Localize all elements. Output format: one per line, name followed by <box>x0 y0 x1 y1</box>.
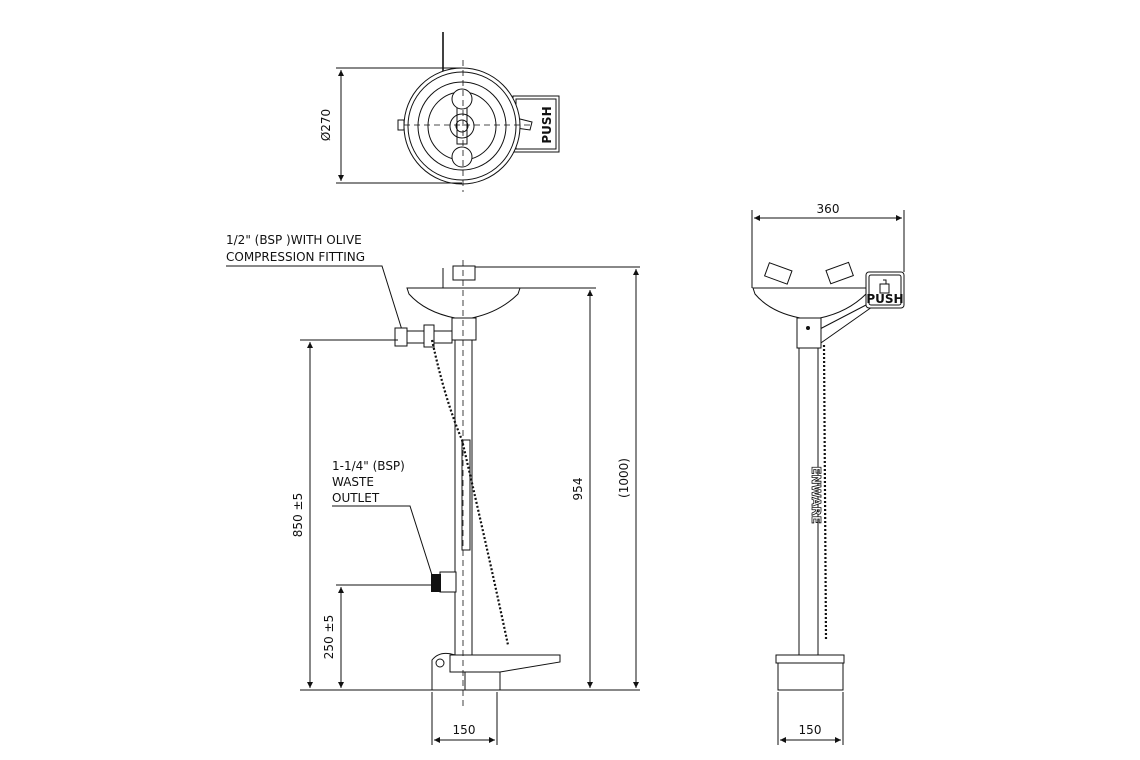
dim-base-width-side: 150 <box>453 723 476 737</box>
inlet-fitting <box>394 327 408 347</box>
inlet-note-line2: COMPRESSION FITTING <box>226 250 365 264</box>
inlet-note-line1: 1/2" (BSP )WITH OLIVE <box>226 233 362 247</box>
push-label-top: PUSH <box>540 106 554 143</box>
side-view: 1/2" (BSP )WITH OLIVE COMPRESSION FITTIN… <box>226 233 640 745</box>
spray-head-right <box>825 261 854 285</box>
waste-note-line3: OUTLET <box>332 491 380 505</box>
base-foot-front <box>777 662 844 691</box>
push-label-front: PUSH <box>866 292 903 306</box>
waste-note-line2: WASTE <box>332 475 374 489</box>
spray-head-left <box>763 262 793 285</box>
pull-chain <box>430 339 510 646</box>
spray-head-side <box>452 265 476 281</box>
dim-base-width-front: 150 <box>799 723 822 737</box>
pull-chain-front <box>822 344 828 641</box>
waste-outlet <box>431 574 441 592</box>
foot-pedal <box>449 654 561 673</box>
eye-spray-head <box>451 88 473 110</box>
front-view: 360 PUSH ENWARE 150 <box>751 202 905 745</box>
top-view: PUSH Ø270 <box>319 32 560 192</box>
diameter-dimension-label: Ø270 <box>319 109 333 141</box>
dim-bowl-height: 954 <box>571 478 585 501</box>
brand-logo: ENWARE <box>809 466 823 524</box>
dim-inlet-height: 850 ±5 <box>291 493 305 537</box>
eye-spray-head <box>451 146 473 168</box>
dim-overall-height: (1000) <box>617 458 631 498</box>
dim-width: 360 <box>817 202 840 216</box>
pedestal-pole <box>454 339 473 656</box>
push-plate-front <box>865 271 905 309</box>
foot-pedal-front <box>775 654 845 664</box>
waste-note-line1: 1-1/4" (BSP) <box>332 459 405 473</box>
dim-waste-height: 250 ±5 <box>322 615 336 659</box>
bowl-side <box>406 287 521 319</box>
